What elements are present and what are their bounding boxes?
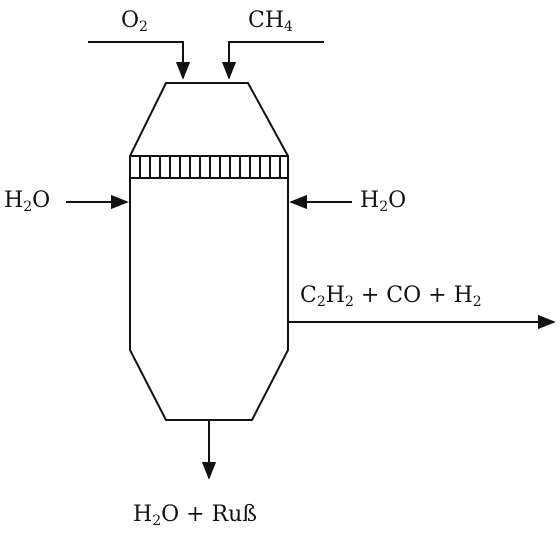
ch4-feed-arrow [221,41,324,80]
h2o-left-label: H2O [4,188,51,215]
bottom-product-label: H2O + Ruß [133,502,257,529]
reactor-vessel [129,82,289,421]
burner-grid [130,155,288,179]
o2-label: O2 [121,8,148,35]
gas-product-label: C2H2 + CO + H2 [300,283,482,310]
o2-feed-arrow [88,41,191,80]
ch4-label: CH4 [248,8,293,35]
h2o-right-label: H2O [360,188,407,215]
